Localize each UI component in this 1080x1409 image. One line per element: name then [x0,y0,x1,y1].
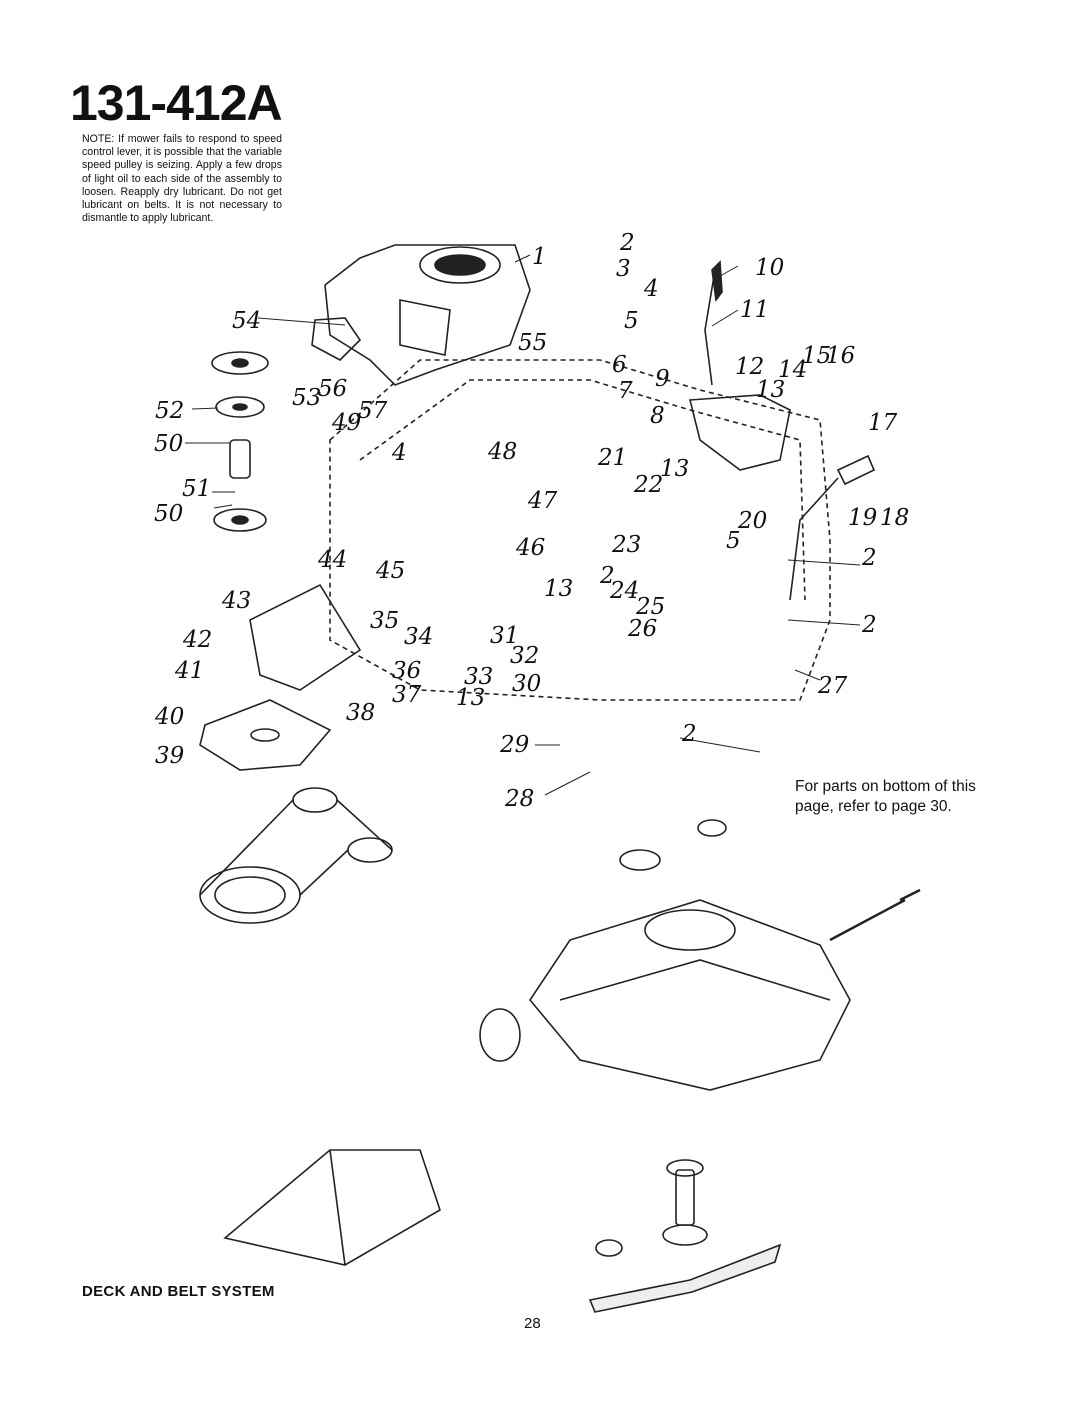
callout-13c: 13 [456,685,485,711]
callout-25: 25 [635,594,665,620]
frame-drawing [329,359,831,701]
callout-23: 23 [611,532,641,558]
callout-49: 49 [331,410,361,436]
callout-44: 44 [317,547,347,573]
callout-11: 11 [740,297,769,323]
callout-8: 8 [650,403,665,429]
callout-4: 4 [643,276,659,302]
callout-30: 30 [512,671,541,697]
callout-36: 36 [392,658,421,684]
callout-13: 13 [756,377,785,403]
callout-51: 51 [182,476,211,502]
section-title: DECK AND BELT SYSTEM [82,1283,275,1300]
leader-lines [185,254,861,796]
callout-2c: 2 [861,612,877,638]
callout-42: 42 [182,627,212,653]
callout-28: 28 [504,786,534,812]
callout-27: 27 [817,673,848,699]
callout-52: 52 [155,398,184,424]
callout-13d: 13 [660,456,689,482]
callout-39: 39 [155,743,184,769]
callout-3: 3 [616,256,631,282]
callout-24: 24 [609,578,639,604]
callout-22: 22 [633,472,663,498]
callout-16: 16 [826,343,855,369]
callout-14: 14 [778,357,807,383]
callout-2e: 2 [599,563,615,589]
callout-32: 32 [510,643,539,669]
callout-50b: 50 [154,501,183,527]
callout-5: 5 [624,308,639,334]
callout-35: 35 [370,608,399,634]
callout-2b: 2 [861,545,877,571]
callout-46: 46 [515,535,545,561]
callout-29: 29 [499,732,529,758]
callout-31: 31 [490,623,519,649]
callout-47: 47 [527,488,558,514]
callout-43: 43 [221,588,251,614]
callout-56: 56 [318,376,347,402]
model-number: 131-412A [70,75,283,131]
bracket-drawing [199,583,362,771]
callout-10: 10 [755,255,784,281]
pulley-stack-drawing [211,351,269,532]
callout-45: 45 [375,558,405,584]
callout-4b: 4 [391,440,407,466]
callout-55: 55 [518,330,547,356]
callout-13b: 13 [544,576,573,602]
callout-50: 50 [154,431,183,457]
callout-19: 19 [848,505,877,531]
belt-drawing [199,787,393,924]
engine-drawing [311,244,531,386]
callout-53: 53 [292,385,321,411]
callout-2: 2 [619,230,635,256]
deck-drawing [479,819,921,1091]
callout-9: 9 [655,366,670,392]
callout-18: 18 [880,505,909,531]
callout-6: 6 [612,352,627,378]
callout-33: 33 [464,664,493,690]
callout-12: 12 [735,354,764,380]
callout-17: 17 [868,410,898,436]
callout-20: 20 [737,508,767,534]
callout-34: 34 [404,624,433,650]
callout-37: 37 [392,682,422,708]
callout-57: 57 [358,398,388,424]
callout-7: 7 [618,378,633,404]
callout-1: 1 [532,244,547,270]
lever-drawing [688,260,876,601]
page-number: 28 [524,1315,541,1332]
callout-2d: 2 [681,721,697,747]
callout-21: 21 [597,445,627,471]
callout-5b: 5 [726,528,741,554]
blade-drawing [588,1159,782,1313]
callout-26: 26 [627,616,657,642]
callout-15: 15 [802,343,831,369]
callout-41: 41 [174,658,204,684]
callout-labels: 1 2 3 4 5 6 7 8 9 10 11 12 13 14 15 16 1… [154,230,909,812]
refer-note: For parts on bottom of this page, refer … [795,778,976,815]
callout-38: 38 [346,700,375,726]
chute-drawing [223,1149,441,1266]
callout-48: 48 [487,439,517,465]
lubrication-note: NOTE: If mower fails to respond to speed… [82,133,282,225]
callout-40: 40 [154,704,184,730]
callout-54: 54 [232,308,261,334]
